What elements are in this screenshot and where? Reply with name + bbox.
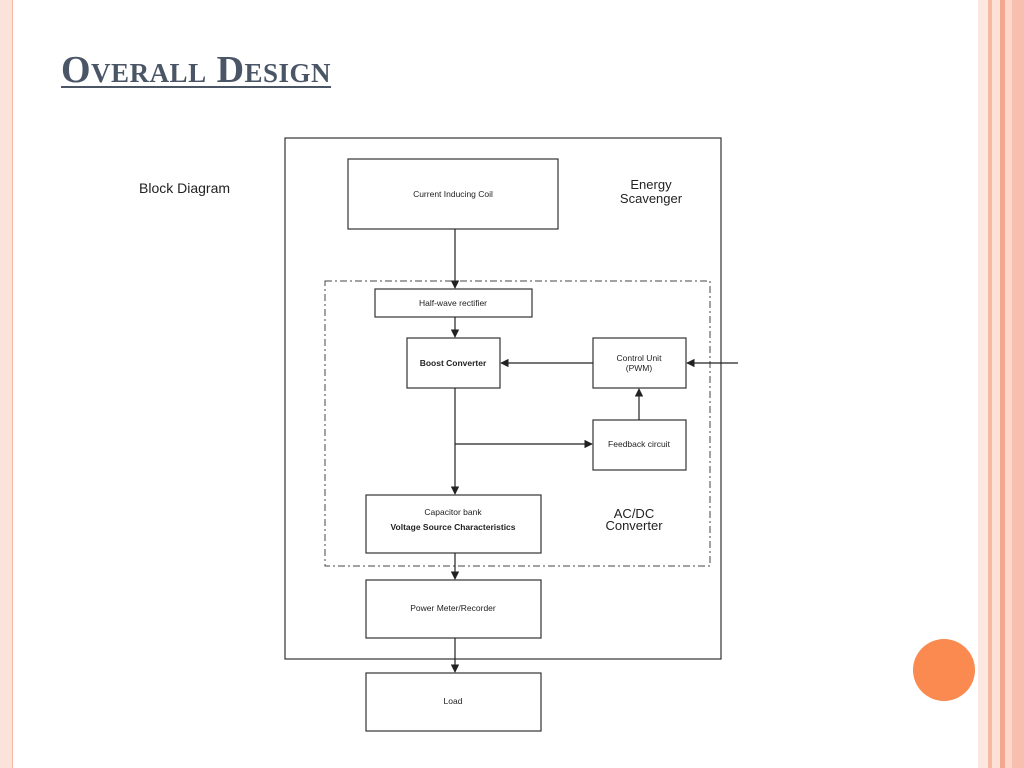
right-border-stripe — [992, 0, 1000, 768]
acdc-converter-label-line2: Converter — [605, 518, 663, 533]
right-border-stripe — [988, 0, 992, 768]
node-label-line1: Control Unit — [617, 353, 663, 363]
node-label-line2: Voltage Source Characteristics — [390, 522, 515, 532]
right-border-stripe — [1000, 0, 1005, 768]
energy-scavenger-frame — [284, 137, 722, 660]
decorative-orange-circle — [913, 639, 975, 701]
node-current-inducing-coil: Current Inducing Coil — [347, 158, 559, 230]
energy-scavenger-label-line2: Scavenger — [620, 191, 683, 206]
node-feedback-circuit: Feedback circuit — [592, 419, 687, 471]
node-label-line1: Capacitor bank — [424, 507, 482, 517]
right-border-stripe — [1005, 0, 1012, 768]
node-capacitor-bank: Capacitor bank Voltage Source Characteri… — [365, 494, 542, 554]
right-border-stripe — [1012, 0, 1024, 768]
node-half-wave-rectifier: Half-wave rectifier — [374, 288, 533, 318]
node-label: Current Inducing Coil — [413, 189, 493, 199]
acdc-converter-label-line1: AC/DC — [614, 506, 654, 521]
acdc-converter-region — [324, 280, 711, 567]
node-label: Feedback circuit — [608, 439, 671, 449]
node-power-meter-recorder: Power Meter/Recorder — [365, 579, 542, 639]
node-boost-converter: Boost Converter — [406, 337, 501, 389]
node-label-line2: (PWM) — [626, 363, 653, 373]
node-label: Boost Converter — [420, 358, 487, 368]
node-control-unit: Control Unit (PWM) — [592, 337, 687, 389]
block-diagram-label: Block Diagram — [139, 180, 231, 196]
node-load: Load — [365, 672, 542, 732]
node-label: Load — [444, 696, 463, 706]
energy-scavenger-label-line1: Energy — [630, 177, 672, 192]
node-label: Power Meter/Recorder — [410, 603, 496, 613]
left-border-decoration — [0, 0, 13, 768]
slide-title: Overall Design — [61, 49, 332, 91]
node-label: Half-wave rectifier — [419, 298, 487, 308]
right-border-stripe — [978, 0, 988, 768]
